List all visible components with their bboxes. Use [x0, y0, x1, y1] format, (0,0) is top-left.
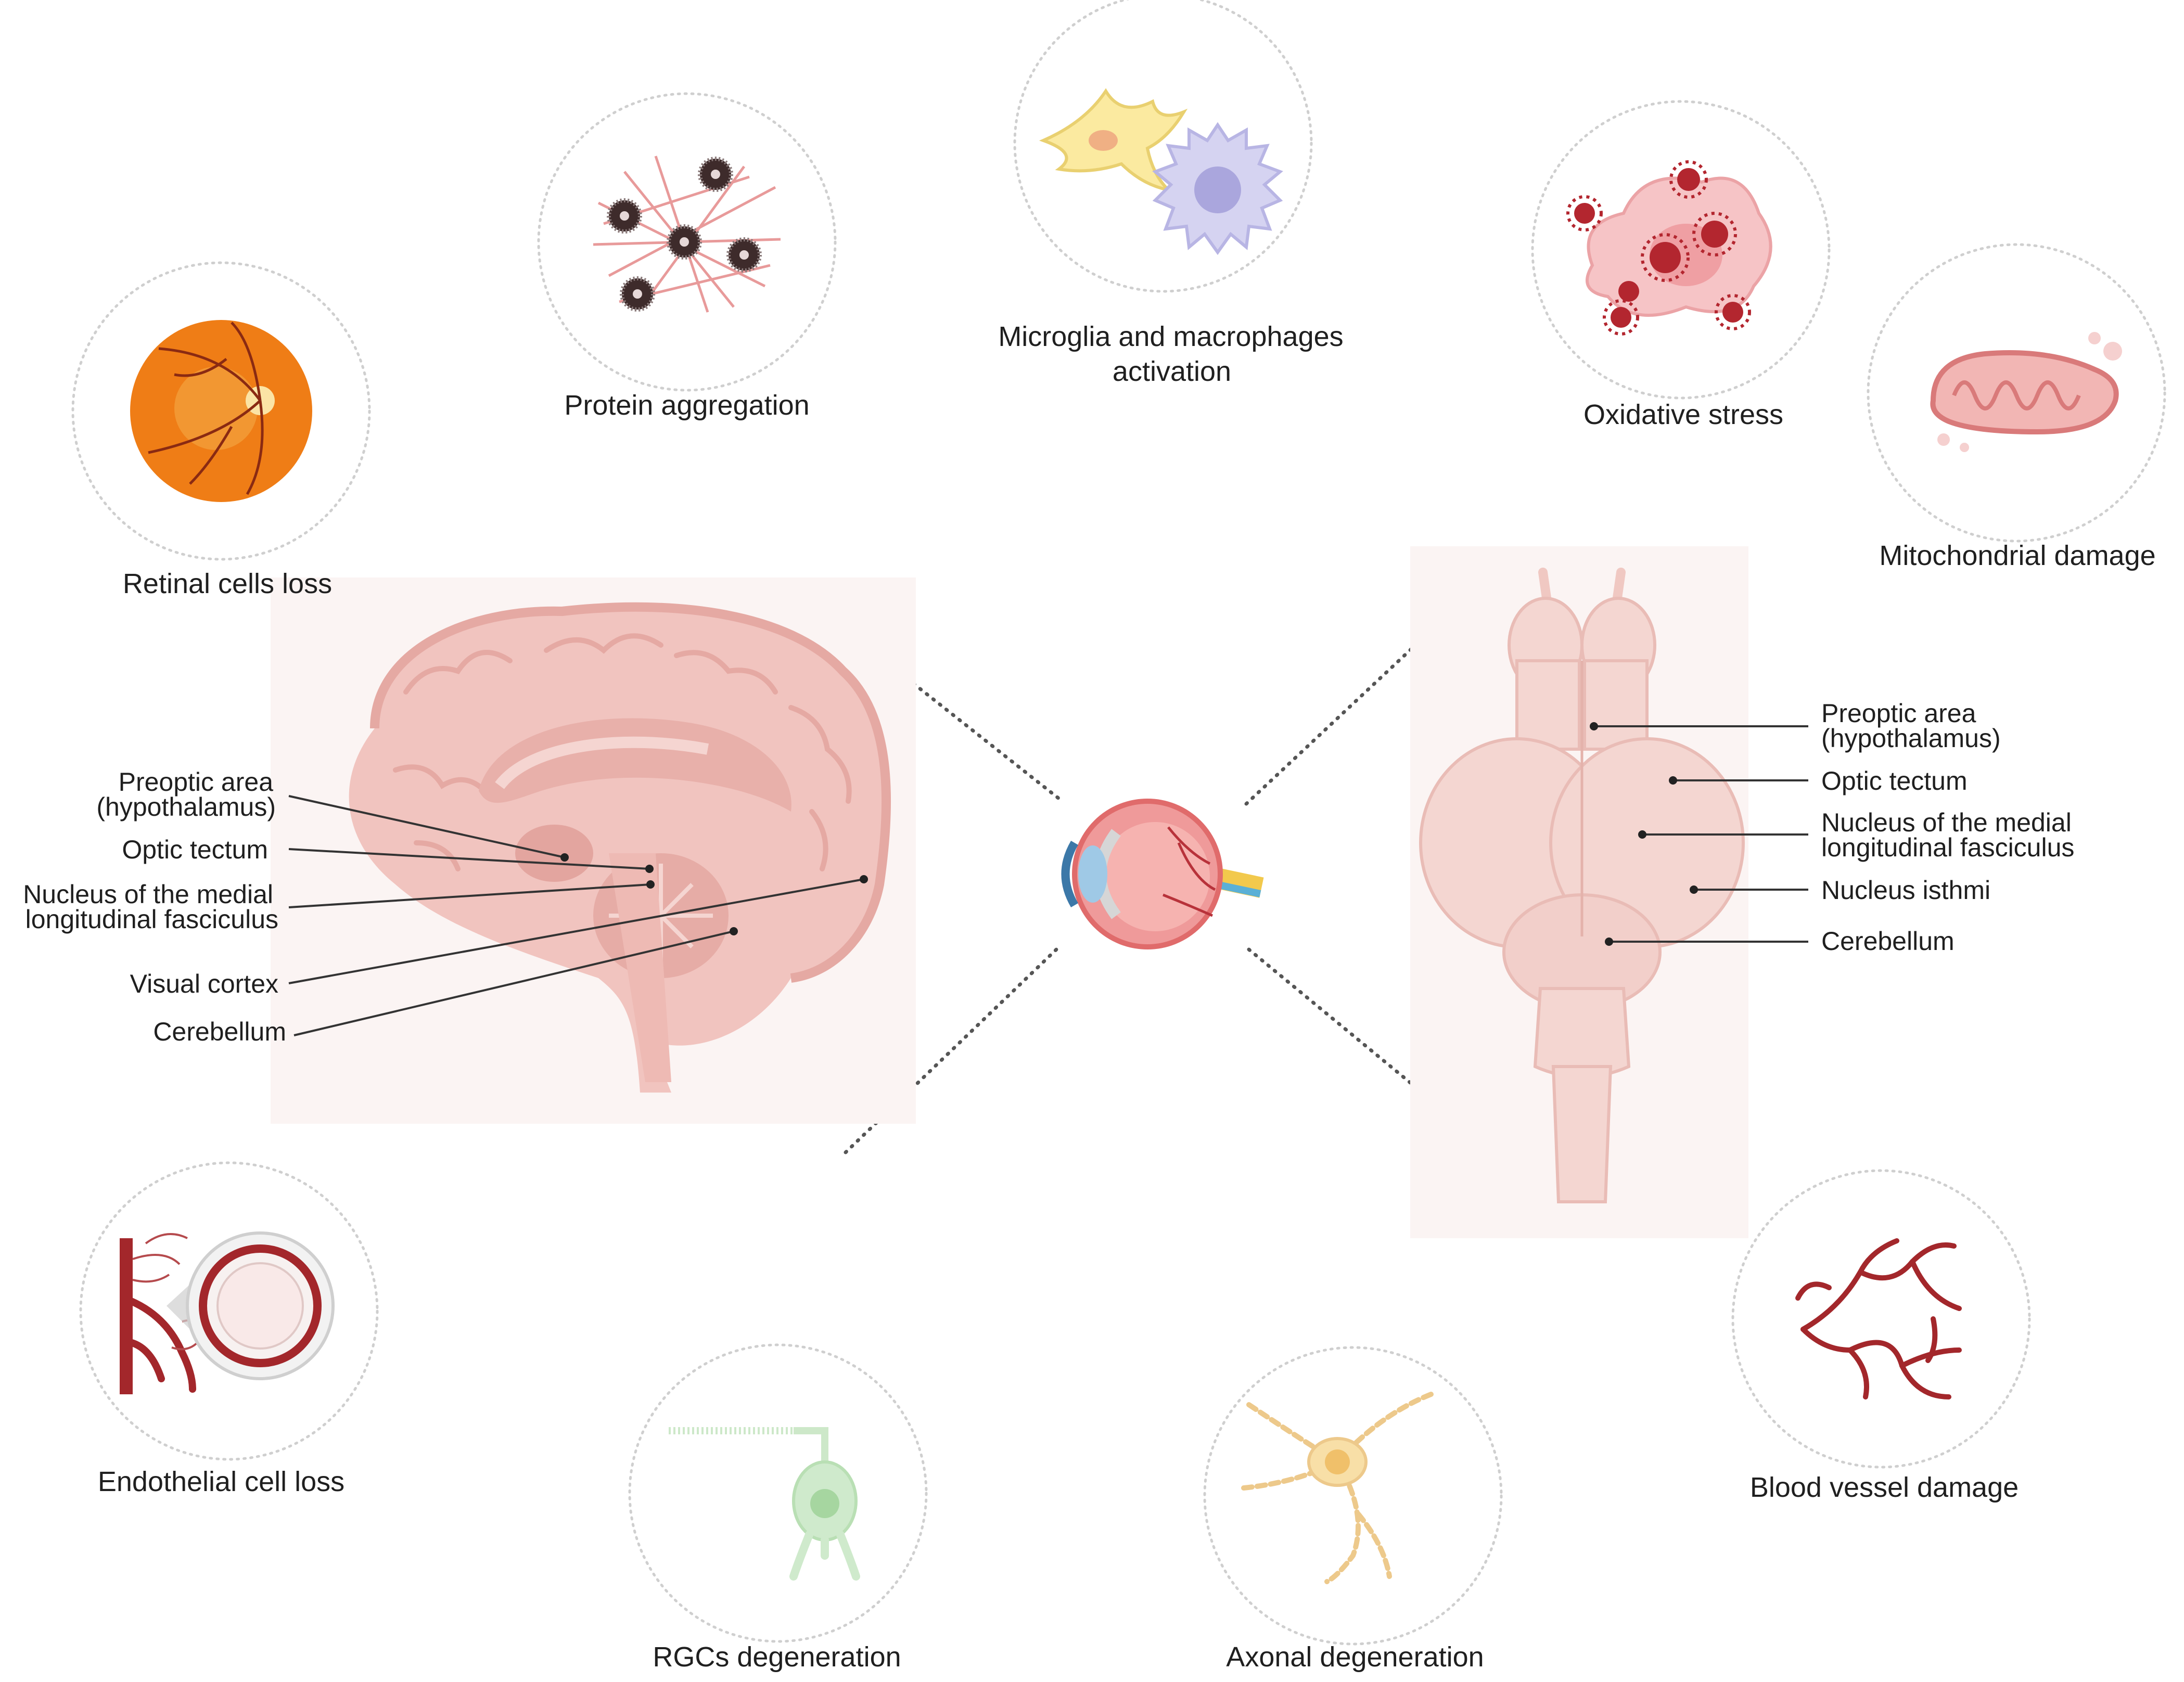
human-brain-illustration [271, 577, 916, 1124]
caption-microglia-line2: activation [1113, 356, 1231, 387]
endothelial-vessel-icon [120, 1231, 335, 1394]
fish-brain-illustration [1410, 546, 1748, 1238]
caption-oxidative-stress: Oxidative stress [1583, 399, 1783, 430]
caption-axonal-degeneration: Axonal degeneration [1226, 1641, 1484, 1673]
retinal-ganglion-cell-icon [669, 1427, 860, 1581]
caption-protein-aggregation: Protein aggregation [564, 390, 809, 421]
fish-label-optic-tectum: Optic tectum [1821, 766, 1968, 795]
caption-microglia-line1: Microglia and macrophages [998, 321, 1343, 352]
retina-fundus-icon [130, 320, 312, 502]
fish-label-nmlf-line1: Nucleus of the medial [1821, 808, 2072, 837]
circle-borders [71, 0, 2166, 1646]
fish-label-isthmi: Nucleus isthmi [1821, 876, 1990, 905]
mitochondrion-icon [1930, 332, 2122, 452]
caption-mitochondrial-damage: Mitochondrial damage [1879, 540, 2155, 571]
protein-aggregate-icon [593, 156, 781, 313]
eye-cross-section-icon [1061, 799, 1264, 949]
human-label-optic-tectum: Optic tectum [122, 835, 268, 864]
caption-retinal-cells-loss: Retinal cells loss [123, 568, 332, 599]
human-brain-labels: Preoptic area (hypothalamus) Optic tectu… [23, 767, 868, 1046]
fish-label-preoptic-line2: (hypothalamus) [1821, 724, 2001, 753]
fish-brain-labels: Preoptic area (hypothalamus) Optic tectu… [1590, 699, 2074, 956]
blood-vessel-network-icon [1795, 1238, 1962, 1399]
human-label-preoptic-line2: (hypothalamus) [96, 792, 276, 821]
oxidative-stress-cell-icon [1566, 160, 1772, 336]
human-label-visual-cortex: Visual cortex [130, 969, 278, 998]
human-label-preoptic-line1: Preoptic area [119, 767, 274, 797]
caption-blood-vessel-damage: Blood vessel damage [1750, 1472, 2019, 1503]
fish-label-preoptic-line1: Preoptic area [1821, 699, 1976, 728]
human-label-cerebellum: Cerebellum [153, 1017, 286, 1046]
caption-endothelial-cell-loss: Endothelial cell loss [98, 1466, 344, 1497]
microglia-macrophage-icon [1039, 88, 1283, 255]
fish-label-nmlf-line2: longitudinal fasciculus [1821, 833, 2074, 862]
human-label-nmlf-line2: longitudinal fasciculus [25, 905, 278, 934]
caption-rgcs-degeneration: RGCs degeneration [653, 1641, 901, 1673]
human-label-nmlf-line1: Nucleus of the medial [23, 880, 273, 909]
fish-label-cerebellum: Cerebellum [1821, 927, 1955, 956]
degenerating-neuron-icon [1241, 1392, 1434, 1584]
